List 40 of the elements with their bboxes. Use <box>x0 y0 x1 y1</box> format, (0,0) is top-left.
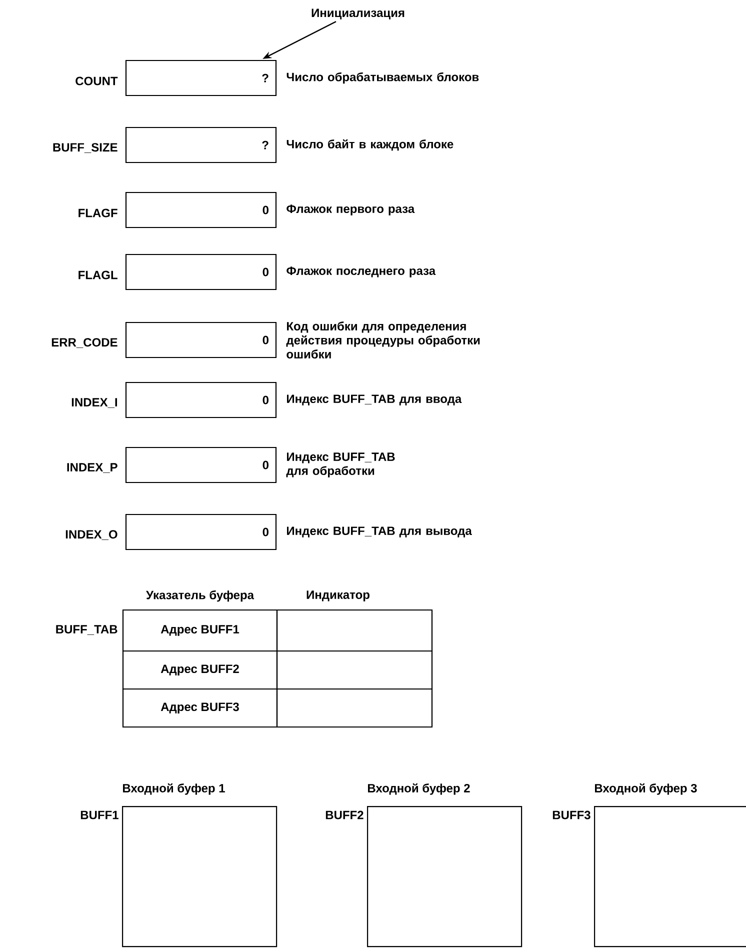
table-cell: Адрес BUFF3 <box>122 688 278 728</box>
variable-box: 0 <box>125 254 277 290</box>
description: Индекс BUFF_TAB для ввода <box>287 394 462 406</box>
column-header: Указатель буфера <box>146 590 254 602</box>
variable-name: INDEX_P <box>67 463 118 473</box>
variable-name: ERR_CODE <box>52 338 118 348</box>
buffer-name: BUFF2 <box>326 810 364 820</box>
description: Флажок первого раза <box>286 204 415 216</box>
annotation: Инициализация <box>312 8 404 20</box>
variable-box: ? <box>125 60 277 96</box>
column-header: Индикатор <box>306 590 370 602</box>
variable-box: 0 <box>125 446 277 484</box>
description: Индекс BUFF_TAB для обработки <box>286 452 395 478</box>
variable-name: FLAGF <box>78 208 118 218</box>
buffer-title: Входной буфер 1 <box>123 783 225 795</box>
table-name: BUFF_TAB <box>56 625 118 635</box>
variable-name: INDEX_I <box>72 398 117 408</box>
variable-box: 0 <box>125 514 277 550</box>
variable-box: 0 <box>125 382 277 418</box>
table-cell: Адрес BUFF1 <box>122 609 278 652</box>
table-cell: Адрес BUFF2 <box>122 650 278 690</box>
buffer-name: BUFF1 <box>80 810 118 820</box>
description: Флажок последнего раза <box>286 266 436 278</box>
variable-box: 0 <box>125 192 277 228</box>
variable-name: FLAGL <box>78 270 118 280</box>
buffer-box <box>367 806 522 948</box>
variable-box: 0 <box>125 322 277 358</box>
description: Код ошибки для определения действия процедуры обработки ошибки <box>286 322 480 358</box>
variable-name: BUFF_SIZE <box>53 143 118 153</box>
buffer-box <box>594 806 746 948</box>
buffer-title: Входной буфер 2 <box>368 783 470 795</box>
variable-name: COUNT <box>76 76 118 86</box>
description: Число байт в каждом блоке <box>286 139 454 151</box>
variable-box: ? <box>125 126 277 164</box>
variable-name: INDEX_O <box>66 530 118 540</box>
description: Число обрабатываемых блоков <box>286 72 479 84</box>
buffer-box <box>122 806 278 948</box>
buffer-name: BUFF3 <box>552 810 590 820</box>
buffer-title: Входной буфер 3 <box>595 783 697 795</box>
description: Индекс BUFF_TAB для вывода <box>287 526 472 538</box>
